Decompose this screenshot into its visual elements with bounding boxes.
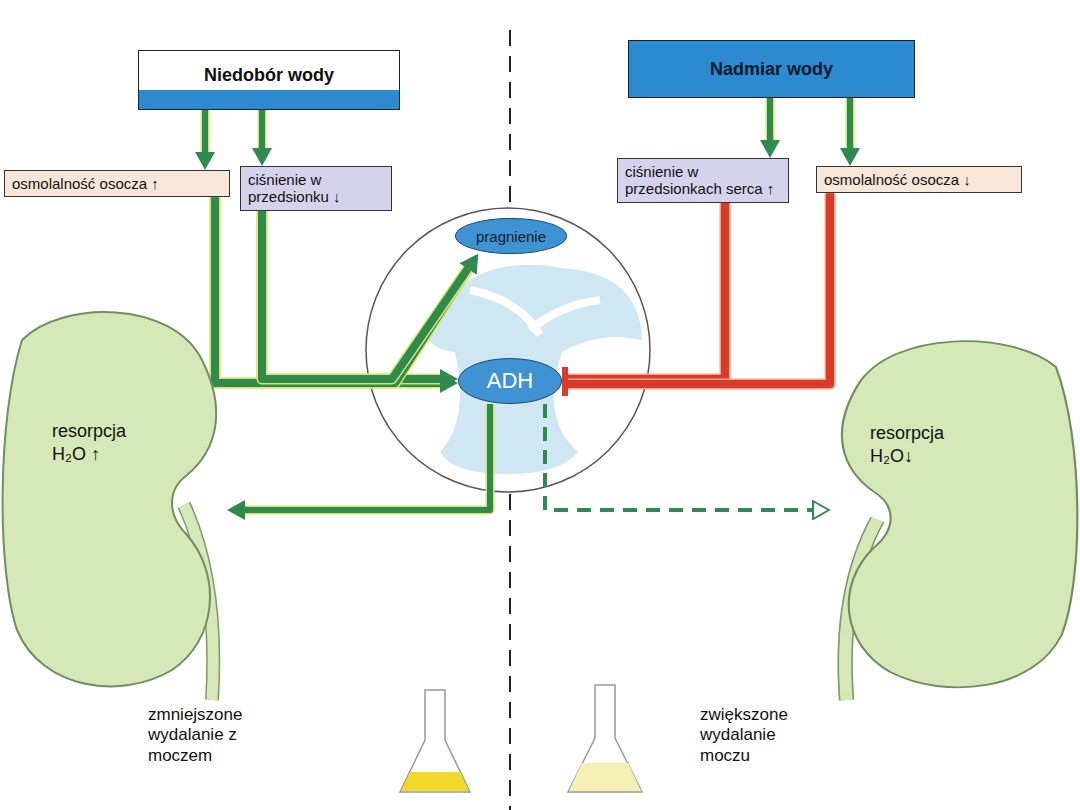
stimulation-arrow	[545, 404, 812, 510]
urine-dilute	[569, 763, 641, 791]
stimulus-box: ciśnienie w przedsionkach serca ↑	[617, 158, 789, 203]
stimulus-box: osmolalność osocza ↓	[816, 166, 1022, 193]
divider-line	[509, 494, 511, 810]
node-text: ADH	[487, 368, 533, 394]
stimulation-arrow	[770, 98, 771, 140]
connector-stroke	[259, 110, 265, 148]
connector-stroke	[568, 193, 830, 384]
node-text: resorpcja H₂O ↑	[52, 420, 162, 465]
urine-concentrated	[401, 772, 469, 791]
stimulation-arrow	[245, 404, 490, 510]
connector-stroke	[215, 197, 468, 383]
connector-stroke	[202, 110, 208, 152]
brain-fold	[470, 290, 600, 335]
connector-stroke	[215, 197, 468, 383]
kidney: resorpcja H₂O ↑	[2, 300, 227, 700]
flask	[400, 690, 470, 792]
node-text: ciśnienie w przedsionkach serca ↑	[625, 163, 781, 198]
kidney-outline	[2, 300, 227, 700]
connector-stroke	[766, 98, 775, 140]
thirst-ellipse: pragnienie	[455, 218, 567, 254]
connector-stroke	[568, 203, 725, 380]
connector-stroke	[847, 98, 853, 148]
connector-stroke	[262, 211, 468, 380]
node-text: osmolalność osocza ↓	[824, 171, 1014, 188]
outcome-label: zwiększone wydalanie moczu	[700, 705, 810, 766]
connector-stroke	[262, 211, 468, 380]
kidney-outline	[830, 330, 1078, 700]
connector-stroke	[258, 110, 267, 148]
stimulation-arrow	[850, 98, 851, 148]
connector-stroke	[846, 98, 855, 148]
node-text: pragnienie	[476, 228, 546, 245]
connector-stroke	[245, 404, 490, 510]
condition-box: Niedobór wody	[138, 50, 400, 110]
connector-stroke	[767, 98, 773, 140]
flask	[568, 685, 642, 792]
inhibition-arrow	[568, 193, 830, 384]
node-text: Nadmiar wody	[710, 59, 833, 80]
hormone-ellipse: ADH	[458, 358, 562, 404]
node-text: osmolalność osocza ↑	[12, 175, 222, 192]
stimulation-arrow	[205, 110, 206, 152]
stimulation-arrow	[262, 211, 468, 380]
node-text: ciśnienie w przedsionku ↓	[248, 171, 384, 206]
node-text: Niedobór wody	[204, 65, 334, 86]
stimulus-box: osmolalność osocza ↑	[4, 170, 230, 197]
connector-stroke	[568, 203, 725, 380]
divider-line	[509, 30, 511, 207]
connector-stroke	[545, 404, 812, 510]
stimulus-box: ciśnienie w przedsionku ↓	[240, 166, 392, 211]
stimulation-arrow	[215, 197, 468, 383]
node-text: resorpcja H₂O↓	[870, 422, 980, 467]
connector-stroke	[245, 404, 490, 510]
kidney: resorpcja H₂O↓	[830, 330, 1078, 700]
condition-box: Nadmiar wody	[628, 40, 915, 98]
connector-stroke	[568, 193, 830, 384]
stimulation-arrow	[262, 110, 263, 148]
outcome-label: zmniejszone wydalanie z moczem	[148, 705, 268, 766]
connector-stroke	[201, 110, 210, 152]
inhibition-arrow	[568, 203, 725, 380]
